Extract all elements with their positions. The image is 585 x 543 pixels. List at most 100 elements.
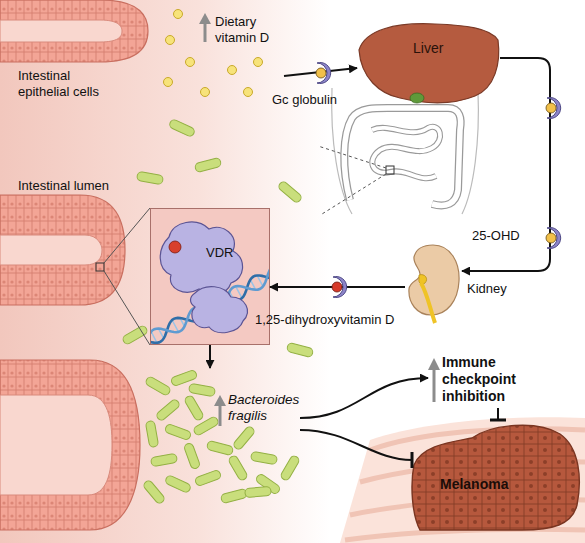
- loose-bacteria-part: [286, 342, 313, 357]
- zoom-callout-part: [104, 271, 150, 345]
- loose-bacteria-part: [121, 325, 148, 346]
- gc-globulin-molecule-part: [332, 282, 342, 292]
- increase-arrow-part: [199, 13, 211, 24]
- annotation-label: Intestinal epithelial cells: [18, 68, 108, 100]
- vitamin-d-particles-part: [244, 88, 253, 97]
- gc-globulin-molecule-part: [547, 98, 561, 119]
- vitamin-d-particles-part: [186, 58, 195, 67]
- vdr-inset: VDR: [150, 208, 270, 345]
- liver-organ-shape-part: [410, 93, 424, 103]
- liver-organ: Liver: [355, 18, 500, 108]
- gc-globulin-molecule-part: [316, 68, 326, 78]
- bacteria-cluster-shape-part: [183, 442, 200, 470]
- skin-tissue: [340, 417, 585, 543]
- kidney-organ-shape-part: [409, 245, 459, 315]
- melanoma-tumor-shape-part: [412, 425, 579, 530]
- abdomen-sketch-part: [372, 127, 440, 178]
- gc-globulin-molecule-part: [317, 63, 331, 84]
- bacteria-cluster-shape-part: [194, 469, 222, 486]
- abdomen-sketch-part: [344, 108, 460, 206]
- gc-globulin-molecule: [332, 277, 347, 298]
- gc-globulin-molecule-part: [546, 103, 556, 113]
- loose-bacteria-part: [136, 171, 163, 184]
- bacteria-cluster-shape-part: [144, 376, 171, 397]
- dietary-arrow-part: [284, 68, 357, 76]
- bacteria-cluster-shape-part: [142, 479, 166, 505]
- bacteria-cluster-shape-part: [192, 416, 219, 437]
- annotation-label: Gc globulin: [272, 92, 362, 108]
- abdomen-sketch-part: [372, 127, 440, 178]
- bacteria-cluster-shape-part: [206, 440, 233, 455]
- node-label: Bacteroides fragilis: [228, 392, 300, 424]
- vitamin-d-particles-part: [254, 58, 263, 67]
- bacteria-cluster-shape-part: [188, 383, 215, 396]
- bacteria-cluster-shape-part: [184, 394, 205, 421]
- zoom-callout-part: [318, 146, 386, 168]
- gc-globulin-molecule-part: [546, 233, 556, 243]
- kidney-organ-shape: [405, 243, 462, 323]
- gc-globulin-molecule: [546, 98, 561, 119]
- bacteria-cluster-shape-part: [145, 420, 158, 447]
- increase-arrow-part: [204, 22, 207, 42]
- vitamin-d-particles-part: [164, 78, 173, 87]
- immune-effect-shape-part: [433, 368, 436, 402]
- immune-effect: Immune checkpoint inhibition: [428, 352, 565, 408]
- skin-tissue-part: [340, 417, 585, 543]
- connector: [270, 286, 405, 288]
- annotation-label: Intestinal lumen: [18, 178, 138, 194]
- gc-globulin-molecule: [316, 63, 331, 84]
- liver-organ-shape: [355, 18, 500, 108]
- node-label: VDR: [206, 245, 246, 261]
- vitamin-d-particles-part: [174, 10, 183, 19]
- bacteria-cluster-shape-part: [228, 454, 249, 481]
- intestinal-villi-part: [0, 20, 122, 42]
- zoom-callout-part: [96, 263, 104, 271]
- annotation-label: Dietary vitamin D: [215, 14, 290, 46]
- lumen-background: [0, 0, 330, 543]
- vdr-inset-shape-part: [191, 287, 248, 333]
- bacteria-cluster-shape-part: [164, 474, 191, 493]
- abdomen-sketch-part: [462, 92, 478, 214]
- melanoma-tumor: Melanoma: [412, 420, 580, 530]
- vitamin-d-particles-part: [166, 36, 175, 45]
- connector: [300, 430, 412, 460]
- gc-globulin-molecule: [546, 228, 561, 249]
- abdomen-sketch-part: [344, 108, 460, 206]
- melanoma-tumor-shape: [412, 420, 580, 530]
- node-label: Kidney: [467, 281, 537, 297]
- connector: [300, 378, 428, 418]
- abdomen-sketch: [332, 88, 479, 214]
- loose-bacteria-part: [277, 180, 303, 204]
- zoom-callout-part: [386, 166, 394, 174]
- vitamin-d-particles-part: [228, 66, 237, 75]
- bacteria-cluster-shape-part: [214, 395, 226, 406]
- bacteria-cluster-shape-part: [219, 404, 222, 426]
- vitamin-d-particles-part: [201, 88, 210, 97]
- kidney-organ-shape-part: [421, 283, 435, 323]
- bacteria-cluster-shape-part: [250, 451, 277, 464]
- intestinal-villi: [0, 0, 148, 530]
- dietary-arrow: [284, 68, 357, 76]
- liver-organ-shape-part: [359, 24, 499, 103]
- bacteria-cluster-shape-part: [220, 488, 247, 503]
- intestinal-villi-part: [0, 360, 140, 530]
- zoom-callout-part: [104, 208, 150, 263]
- vdr-inset-shape: [151, 209, 270, 345]
- bacteria-cluster-shape-part: [164, 423, 192, 440]
- vdr-inset-shape-part: [169, 241, 181, 253]
- bacteria-cluster-shape-part: [155, 398, 181, 422]
- gc-globulin-molecule-part: [547, 228, 561, 249]
- connector-label: 1,25-dihydroxyvitamin D: [255, 312, 420, 328]
- bacteria-cluster-shape-part: [245, 486, 272, 497]
- intestinal-villi-part: [0, 395, 112, 495]
- intestinal-villi-part: [0, 0, 148, 62]
- node-label: Immune checkpoint inhibition: [442, 354, 542, 405]
- bacteria-cluster-shape: [140, 368, 300, 508]
- loose-bacteria-part: [194, 157, 221, 172]
- connector: [462, 58, 550, 271]
- immune-effect-shape-part: [428, 358, 440, 370]
